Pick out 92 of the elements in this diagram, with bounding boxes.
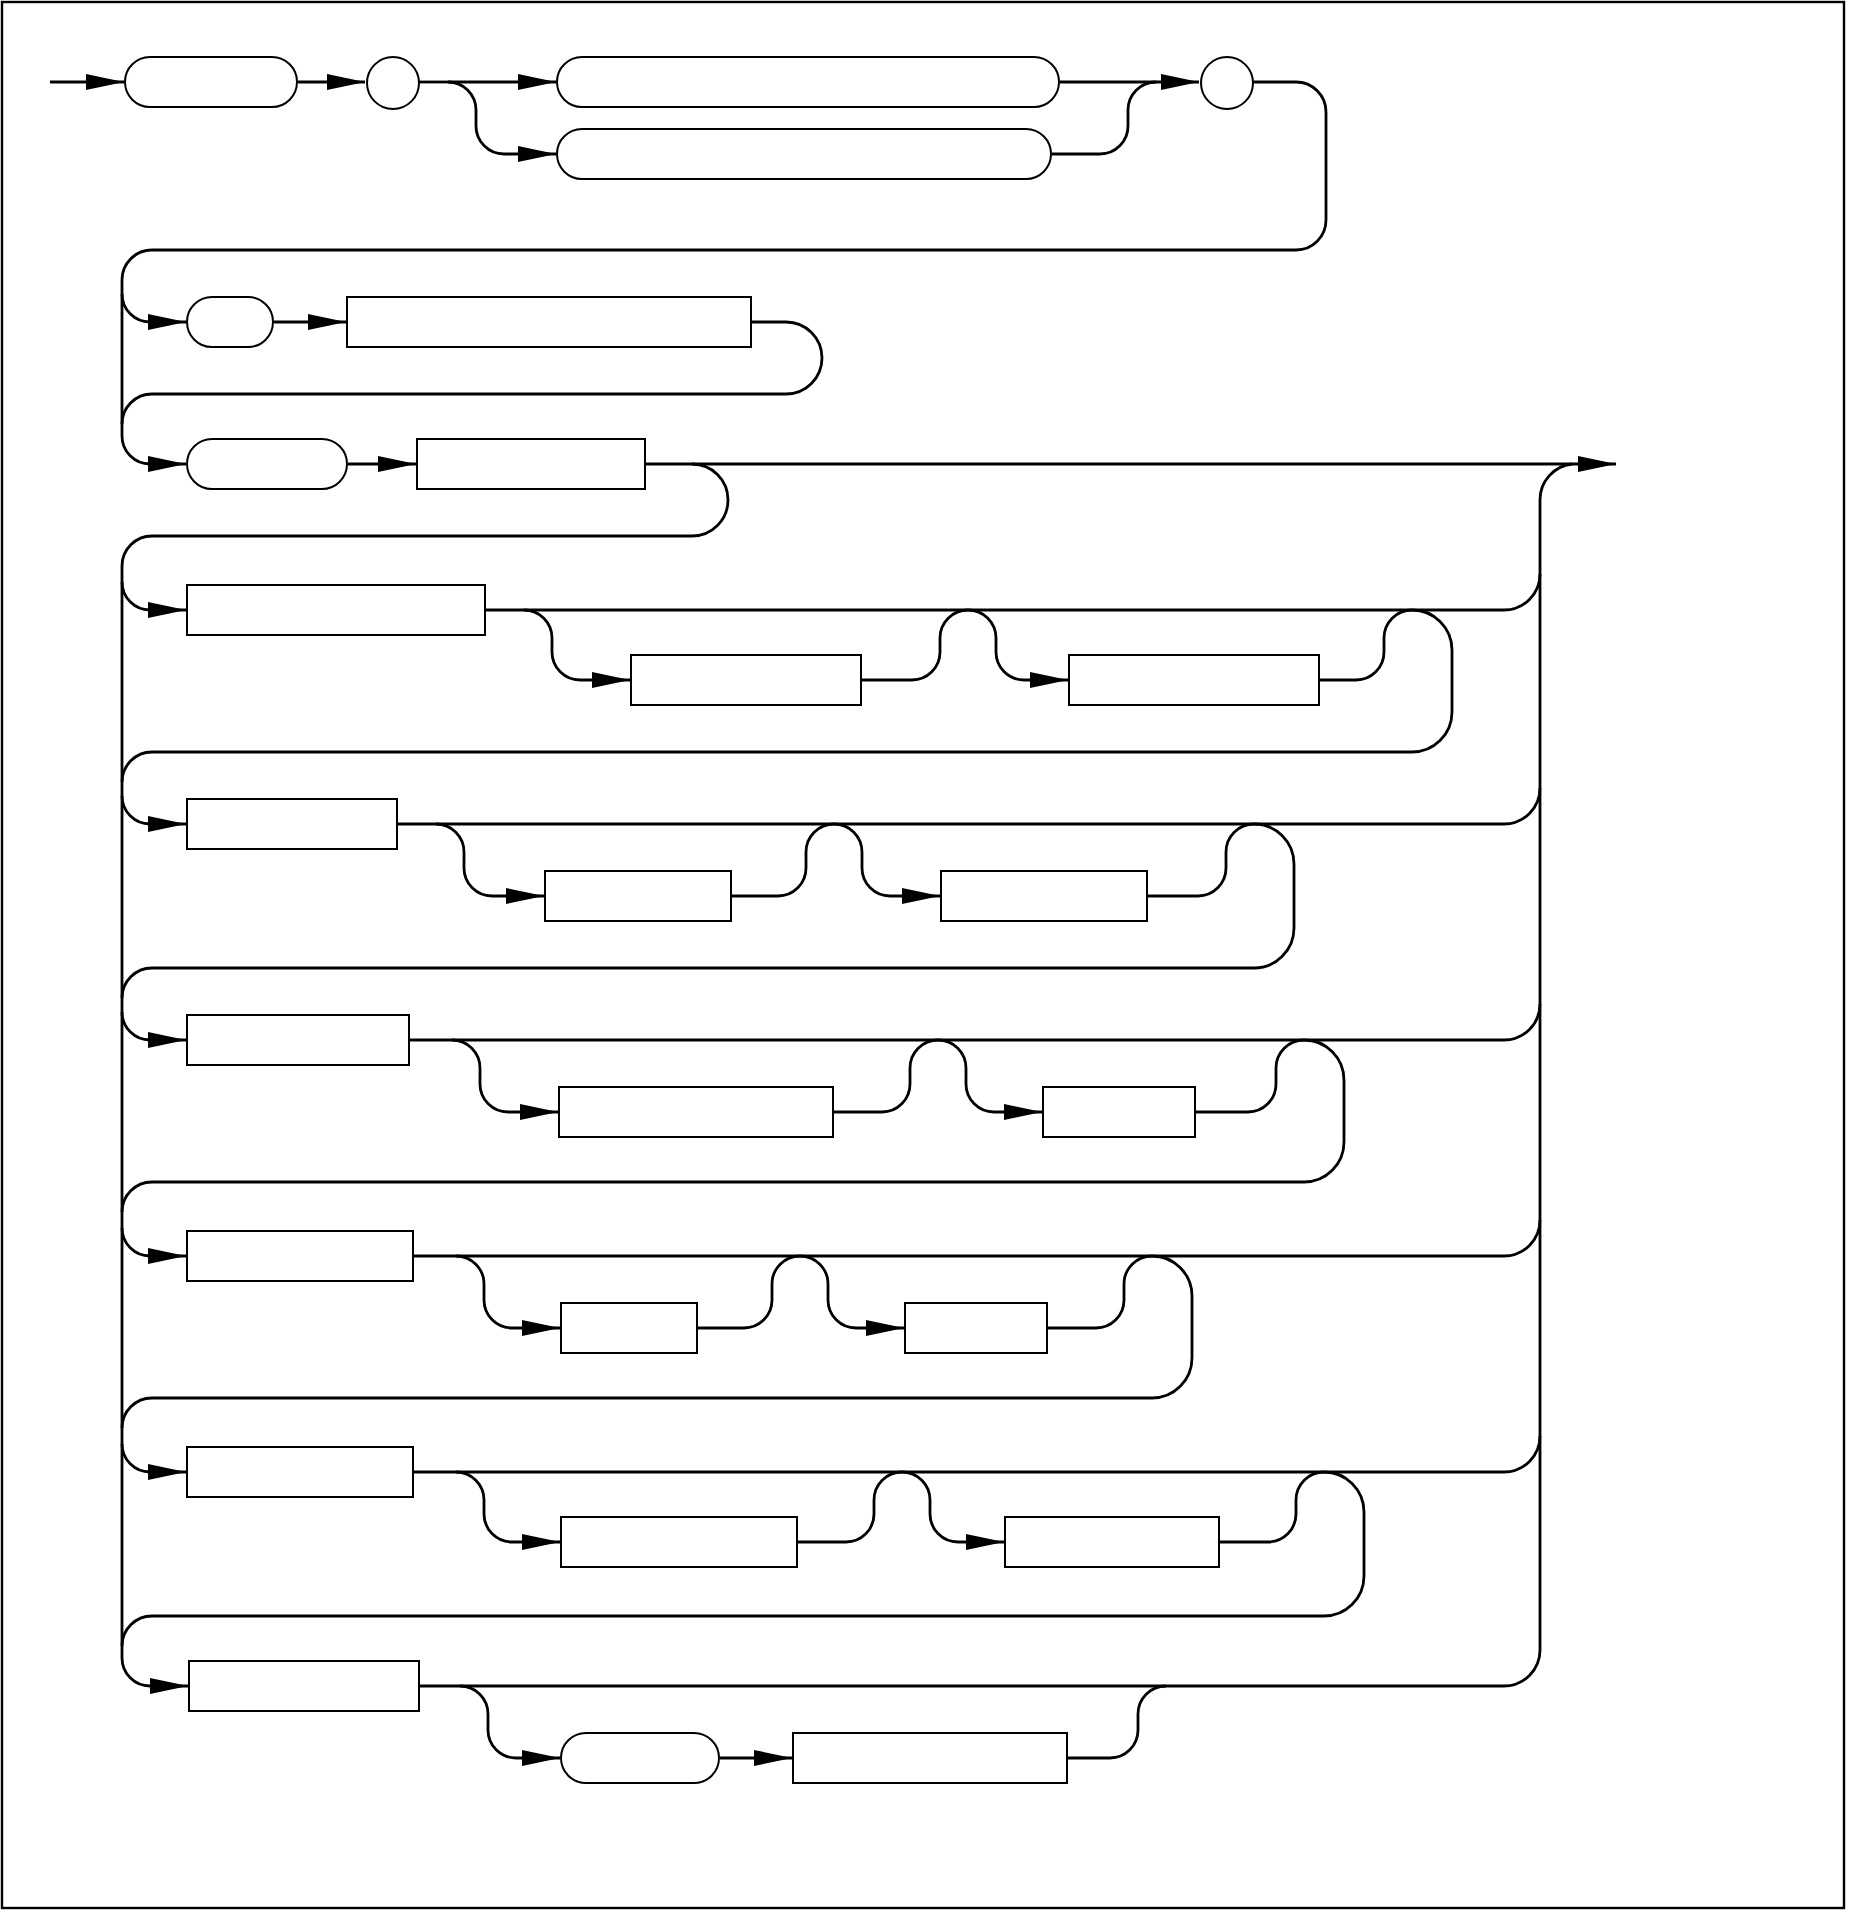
connector-line	[1052, 80, 1157, 156]
box-node	[558, 1086, 834, 1138]
connector-line	[1538, 788, 1542, 1004]
box-node	[346, 296, 752, 348]
connector-line	[1538, 1220, 1542, 1436]
connector-line	[1148, 822, 1255, 898]
arrow	[120, 794, 186, 832]
connector-line	[120, 1428, 124, 1444]
connector-line	[398, 822, 436, 826]
arrow	[967, 608, 1068, 688]
arrow	[120, 424, 186, 472]
box-node	[1042, 1086, 1196, 1138]
connector-line	[410, 1038, 452, 1042]
pill-node	[556, 56, 1060, 108]
box-node	[186, 584, 486, 636]
connector-line	[120, 320, 824, 425]
connector-line	[732, 822, 835, 898]
connector-line	[862, 608, 969, 682]
arrow	[274, 314, 346, 330]
arrow	[120, 292, 186, 330]
connector-line	[1220, 1470, 1325, 1544]
box-node	[186, 1230, 414, 1282]
box-node	[416, 438, 646, 490]
connector-line	[120, 80, 1328, 294]
arrow	[1156, 74, 1199, 90]
arrow	[937, 1038, 1042, 1120]
box-node	[792, 1732, 1068, 1784]
arrow	[901, 1470, 1004, 1550]
arrow	[120, 1010, 186, 1048]
connector-line	[1166, 1436, 1542, 1688]
box-node	[186, 1014, 410, 1066]
box-node	[1004, 1516, 1220, 1568]
box-node	[630, 654, 862, 706]
pill-node	[556, 128, 1052, 180]
box-node	[186, 1446, 414, 1498]
connector-line	[120, 998, 124, 1012]
connector-line	[798, 1470, 903, 1544]
arrow	[435, 822, 544, 904]
connector-line	[420, 1684, 460, 1688]
arrow	[455, 1470, 560, 1550]
arrow	[348, 456, 416, 472]
arrow	[120, 580, 186, 618]
arrow	[1572, 456, 1616, 472]
connector-line	[120, 1470, 1366, 1647]
connector-line	[120, 822, 1296, 999]
arrow	[120, 1226, 186, 1264]
pill-node	[186, 438, 348, 490]
connector-line	[1068, 1684, 1167, 1760]
arrow	[451, 1038, 558, 1120]
circle-node	[365, 55, 419, 109]
box-node	[544, 870, 732, 922]
arrow	[298, 74, 365, 90]
connector-line	[486, 608, 524, 612]
pill-node	[560, 1732, 720, 1784]
box-node	[1068, 654, 1320, 706]
arrow	[523, 608, 630, 688]
connector-line	[120, 782, 124, 796]
connector-line	[120, 1212, 124, 1228]
connector-line	[120, 1254, 1194, 1429]
connector-line	[1538, 462, 1573, 574]
box-node	[904, 1302, 1048, 1354]
box-node	[560, 1516, 798, 1568]
arrow	[447, 80, 556, 162]
connector-line	[120, 462, 730, 582]
arrow	[459, 1684, 560, 1766]
connector-line	[1538, 574, 1542, 788]
arrow	[455, 1254, 560, 1336]
arrow	[799, 1254, 904, 1336]
box-node	[188, 1660, 420, 1712]
circle-node	[1199, 55, 1253, 109]
connector-line	[1196, 1038, 1305, 1114]
connector-line	[1538, 1004, 1542, 1220]
connector-line	[646, 462, 692, 466]
box-node	[940, 870, 1148, 922]
connector-line	[120, 608, 1454, 783]
box-node	[186, 798, 398, 850]
arrow	[50, 74, 124, 90]
arrow	[833, 822, 940, 904]
box-node	[560, 1302, 698, 1354]
pill-node	[186, 296, 274, 348]
arrow	[120, 1646, 188, 1694]
connector-line	[1320, 608, 1413, 682]
connector-line	[698, 1254, 801, 1330]
arrow	[120, 1442, 186, 1480]
connector-line	[414, 1254, 456, 1258]
connector-line	[120, 1038, 1346, 1213]
arrow	[720, 1750, 792, 1766]
pill-node	[124, 56, 298, 108]
connector-line	[1048, 1254, 1153, 1330]
connector-line	[834, 1038, 939, 1114]
connector-line	[419, 80, 448, 84]
connector-line	[414, 1470, 456, 1474]
